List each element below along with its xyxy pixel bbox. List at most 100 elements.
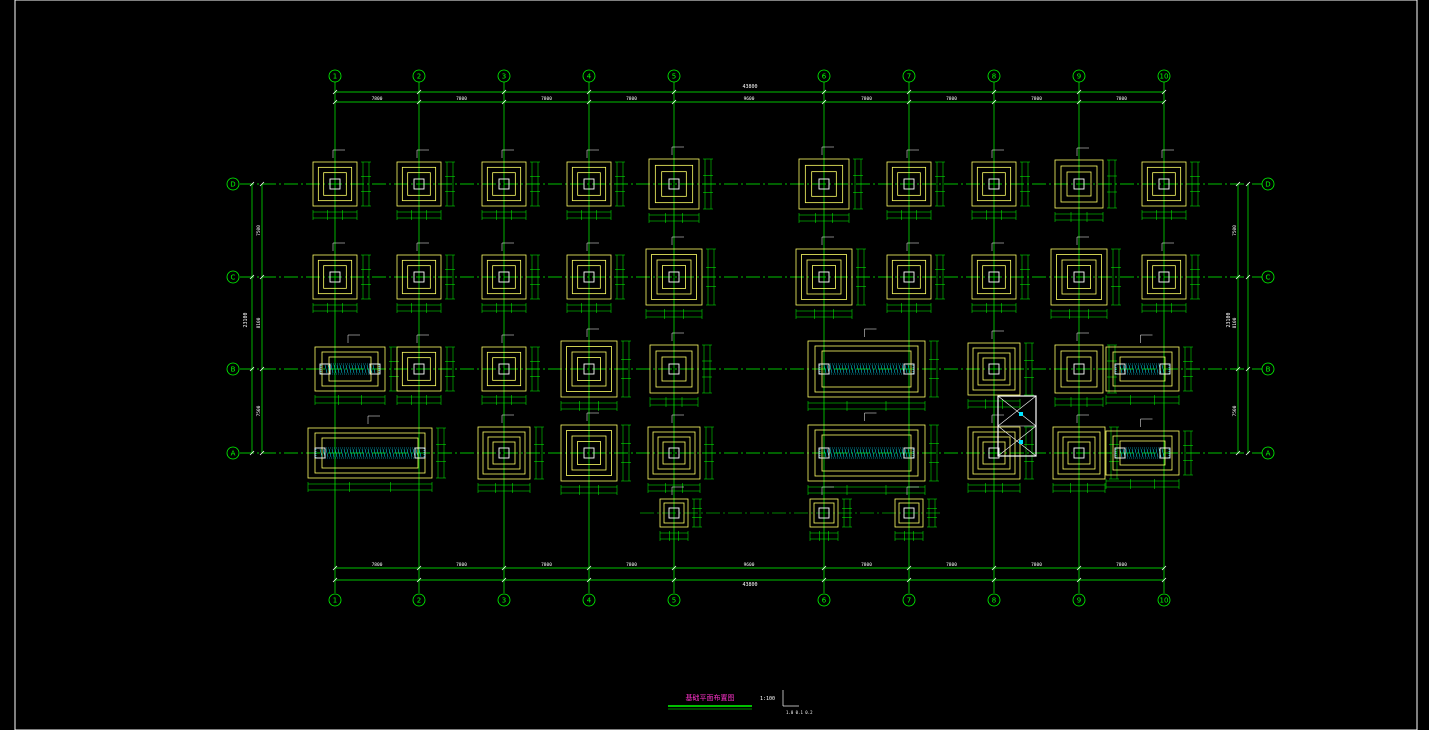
isolated-footing-step xyxy=(897,265,921,289)
axis-left-A: A xyxy=(226,446,240,460)
axis-top-2-label: 2 xyxy=(417,73,421,81)
hatch-line xyxy=(1119,364,1123,374)
isolated-footing-step xyxy=(649,344,699,394)
hatch-line xyxy=(838,364,842,374)
isolated-footing-step xyxy=(401,166,437,202)
axis-right-D: D xyxy=(1261,177,1275,191)
left-dimension-tick xyxy=(259,274,265,280)
top-dimension-tick xyxy=(1161,99,1167,105)
axis-right-D-circle xyxy=(1261,177,1275,191)
axis-bottom-6-label: 6 xyxy=(822,597,827,605)
isolated-footing-step xyxy=(571,166,607,202)
axis-top-5-circle xyxy=(667,69,681,83)
axis-right-D-label: D xyxy=(1265,181,1270,189)
hatch-line xyxy=(1137,364,1141,374)
column-section xyxy=(1158,271,1170,283)
right-dimension-tick xyxy=(1235,274,1241,280)
axis-left-D-circle xyxy=(226,177,240,191)
hatch-line xyxy=(1149,364,1153,374)
hatch-line xyxy=(348,364,352,374)
hatch-line xyxy=(345,364,349,374)
hatch-line xyxy=(1146,448,1150,458)
isolated-footing-step xyxy=(1054,344,1104,394)
left-dimension-tick xyxy=(249,274,255,280)
isolated-footing-step xyxy=(560,340,618,398)
axis-left-A-circle xyxy=(226,446,240,460)
isolated-footing-step xyxy=(1141,161,1187,207)
axis-bottom-3-label: 3 xyxy=(502,597,506,605)
bottom-dimension-tick xyxy=(416,565,422,571)
top-dimension-tick xyxy=(821,99,827,105)
axis-right-B-circle xyxy=(1261,362,1275,376)
combined-footing-step xyxy=(307,427,433,479)
column-section xyxy=(988,447,1000,459)
isolated-footing-step xyxy=(312,161,358,207)
combined-footing-step xyxy=(321,437,419,469)
hatch-line xyxy=(397,448,401,458)
hatch-line xyxy=(832,448,836,458)
axis-top-7-circle xyxy=(902,69,916,83)
column-section xyxy=(1159,447,1171,459)
hatch-line xyxy=(328,448,332,458)
isolated-footing-step xyxy=(894,498,924,528)
combined-footing-step xyxy=(314,346,386,392)
isolated-footing-step xyxy=(898,502,920,524)
hatch-line xyxy=(1128,364,1132,374)
isolated-footing-step xyxy=(663,502,685,524)
top-dimension-tick xyxy=(416,89,422,95)
column-section xyxy=(988,271,1000,283)
hatch-line xyxy=(364,448,368,458)
column-section xyxy=(818,447,830,459)
isolated-footing-step xyxy=(1066,356,1092,382)
hatch-line xyxy=(1134,448,1138,458)
hatch-line xyxy=(415,448,419,458)
top-dimension-tick xyxy=(906,99,912,105)
axis-top-1-label: 1 xyxy=(333,73,337,81)
axis-left-B-circle xyxy=(226,362,240,376)
hatch-line xyxy=(391,448,395,458)
isolated-footing-step xyxy=(312,254,358,300)
column-section xyxy=(1114,363,1126,375)
bottom-dimension-label: 7800 xyxy=(1031,562,1042,568)
isolated-footing-step xyxy=(401,351,437,387)
isolated-footing-step xyxy=(662,441,686,465)
hatch-line xyxy=(1152,364,1156,374)
isolated-footing-step xyxy=(1061,259,1097,295)
isolated-footing-step xyxy=(886,254,932,300)
bottom-dimension-tick xyxy=(671,565,677,571)
isolated-footing-step xyxy=(1052,426,1106,480)
axis-bottom-2: 2 xyxy=(412,593,426,607)
hatch-line xyxy=(889,364,893,374)
hatch-line xyxy=(904,364,908,374)
combined-footing-step xyxy=(1119,356,1166,382)
hatch-line xyxy=(409,448,413,458)
right-dimension-tick xyxy=(1245,366,1251,372)
isolated-footing-step xyxy=(1067,441,1091,465)
elevator-shaft-cross xyxy=(997,425,1037,457)
combined-footing-step xyxy=(807,424,926,482)
shaft-marker xyxy=(1019,440,1023,444)
axis-bottom-5: 5 xyxy=(667,593,681,607)
column-section xyxy=(498,447,510,459)
hatch-line xyxy=(847,364,851,374)
isolated-footing-step xyxy=(982,357,1006,381)
isolated-footing-step xyxy=(1056,254,1102,300)
axis-bottom-4-circle xyxy=(582,593,596,607)
footings-layer xyxy=(307,146,1200,541)
footing-beam-hatch xyxy=(315,447,425,459)
hatch-line xyxy=(832,364,836,374)
hatch-line xyxy=(349,448,353,458)
isolated-footing-step xyxy=(317,259,353,295)
combined-footing-step xyxy=(1112,435,1173,471)
axis-bottom-3: 3 xyxy=(497,593,511,607)
column-section xyxy=(1073,178,1085,190)
svg-text:1.0 0.1 0.2: 1.0 0.1 0.2 xyxy=(786,710,813,715)
hatch-line xyxy=(907,448,911,458)
left-dimension-tick xyxy=(259,366,265,372)
axis-top-3-label: 3 xyxy=(502,73,506,81)
axis-top-9: 9 xyxy=(1072,69,1086,83)
axis-bottom-10: 10 xyxy=(1157,593,1171,607)
axis-bottom-1-label: 1 xyxy=(333,597,337,605)
isolated-footing-step xyxy=(648,158,700,210)
hatch-line xyxy=(898,448,902,458)
